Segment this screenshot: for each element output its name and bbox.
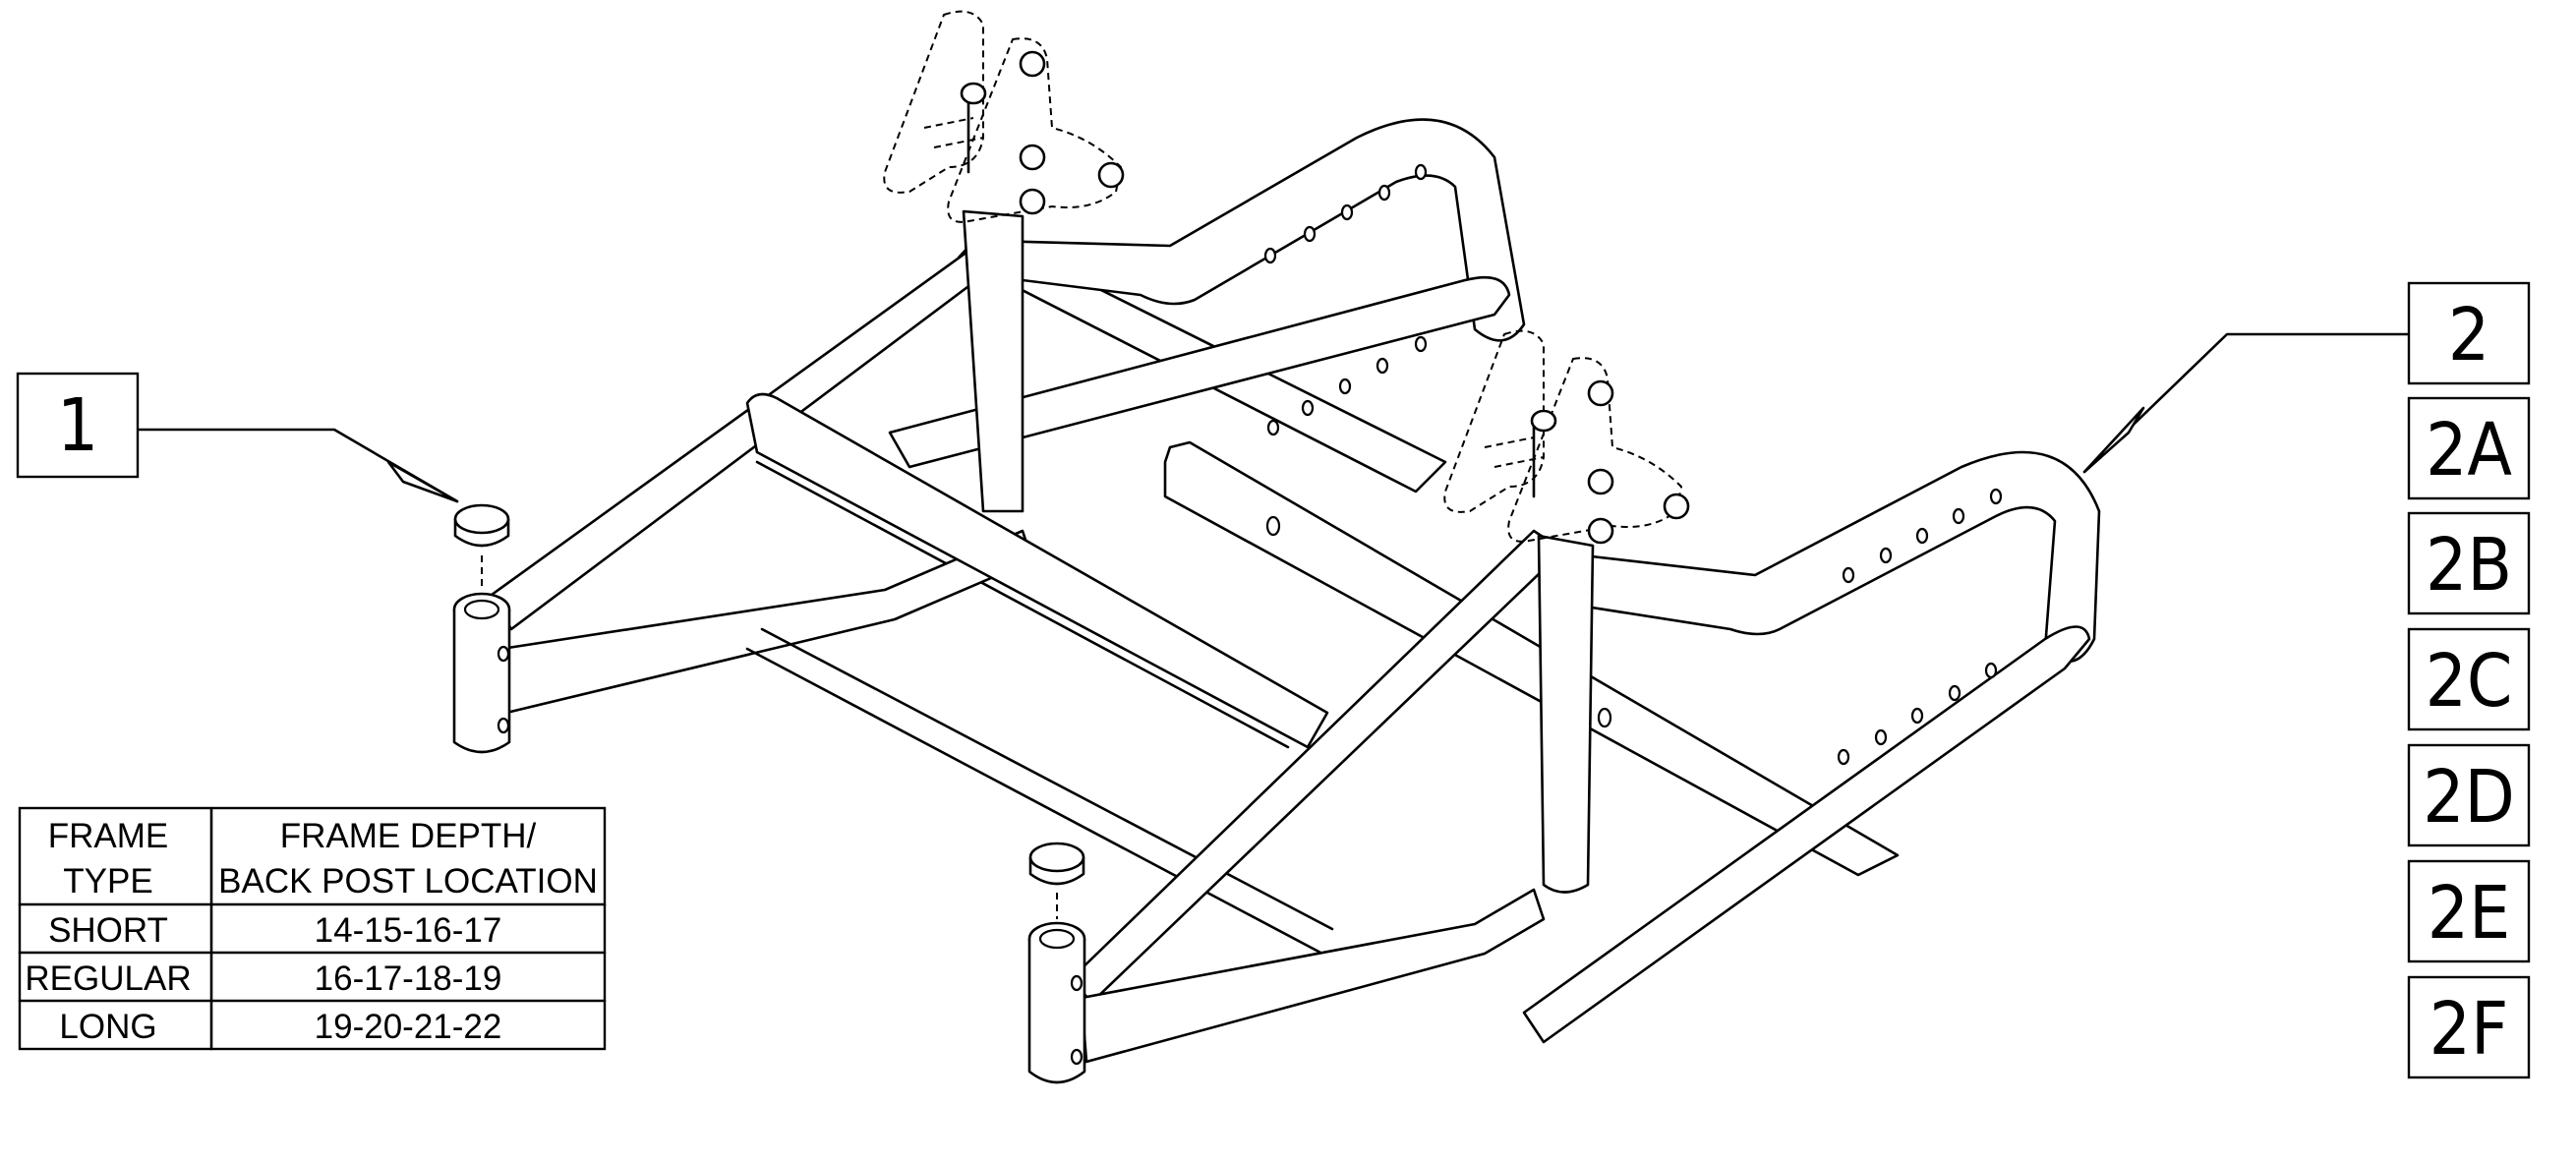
- caster-cap-left: [453, 503, 510, 590]
- callout-2d-label: 2D: [2423, 755, 2515, 840]
- right-side-frame: [1027, 440, 2101, 1084]
- left-back-post-bracket: [883, 10, 1125, 223]
- callout-2c-label: 2C: [2426, 639, 2513, 724]
- bracket-bolts-left: [960, 50, 1125, 215]
- front-cross-tube: [745, 392, 1334, 956]
- table-row-long-depth: 19-20-21-22: [315, 1008, 502, 1046]
- table-row-short-depth: 14-15-16-17: [315, 911, 502, 950]
- right-upper-holes: [1842, 488, 2003, 584]
- callout-stack-2: 2 2A 2B 2C 2D 2E 2F: [2407, 281, 2531, 1079]
- table-row-long-type: LONG: [59, 1008, 156, 1046]
- table-row-regular-type: REGULAR: [25, 959, 191, 998]
- callout-2f-label: 2F: [2430, 987, 2509, 1072]
- callout-1-label: 1: [57, 383, 98, 468]
- table-header-depth-line2: BACK POST LOCATION: [218, 862, 598, 901]
- table-header-frame-type-line1: FRAME: [48, 817, 169, 855]
- left-lower-holes: [1266, 335, 1428, 436]
- callout-2e-label: 2E: [2428, 871, 2510, 956]
- callout-2a-label: 2A: [2426, 408, 2512, 493]
- left-upper-holes: [1263, 163, 1428, 264]
- caster-cap-right: [1028, 842, 1085, 919]
- leader-2: [2082, 332, 2411, 474]
- callout-1: 1: [16, 372, 140, 479]
- bracket-bolts-right: [1530, 379, 1690, 545]
- callout-2b-label: 2B: [2426, 523, 2512, 608]
- leader-1: [136, 428, 459, 503]
- table-row-short-type: SHORT: [48, 911, 168, 950]
- right-lower-holes: [1837, 662, 1998, 766]
- right-back-post-bracket: [1443, 329, 1690, 545]
- table-row-regular-depth: 16-17-18-19: [315, 959, 502, 998]
- frame-depth-table: FRAME TYPE FRAME DEPTH/ BACK POST LOCATI…: [18, 806, 607, 1051]
- table-header-frame-type-line2: TYPE: [63, 862, 152, 901]
- table-header-depth-line1: FRAME DEPTH/: [280, 817, 537, 855]
- callout-2-label: 2: [2448, 293, 2489, 378]
